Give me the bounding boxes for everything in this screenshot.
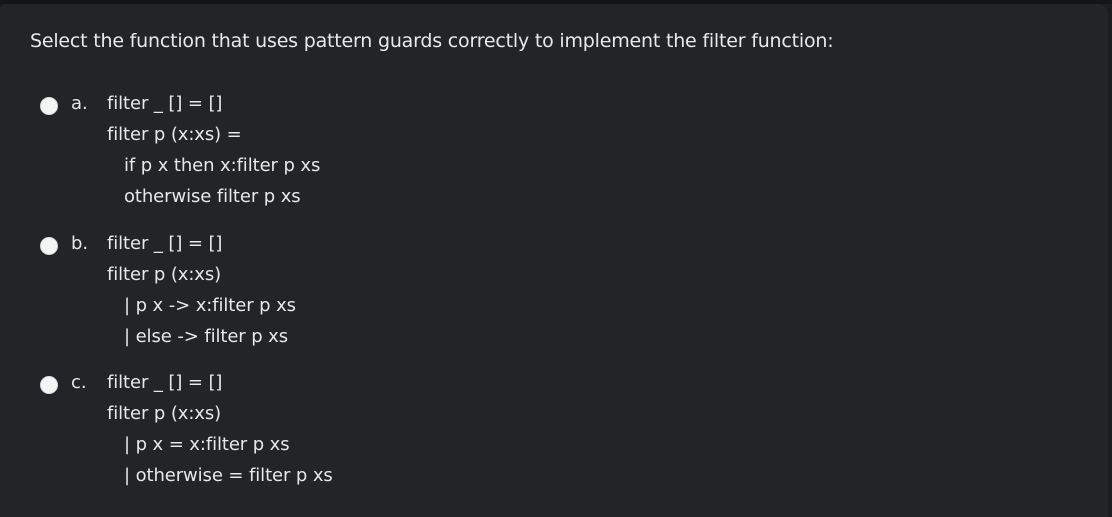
code-line: filter _ [] = []: [107, 372, 223, 393]
code-line: filter _ [] = []: [107, 93, 223, 114]
code-line: | else -> filter p xs: [124, 326, 289, 347]
question-text: Select the function that uses pattern gu…: [30, 30, 834, 52]
code-line: filter p (x:xs): [107, 264, 222, 285]
radio-button-a[interactable]: [40, 97, 58, 115]
question-card: Select the function that uses pattern gu…: [0, 4, 1108, 517]
code-line: if p x then x:filter p xs: [124, 155, 321, 176]
radio-button-c[interactable]: [40, 376, 58, 394]
top-border: [0, 0, 1112, 4]
code-line: otherwise filter p xs: [124, 186, 301, 207]
code-line: filter _ [] = []: [107, 233, 223, 254]
code-line: filter p (x:xs): [107, 403, 222, 424]
option-letter-b: b.: [71, 233, 89, 254]
radio-button-b[interactable]: [40, 237, 58, 255]
option-letter-c: c.: [71, 372, 87, 393]
option-letter-a: a.: [71, 93, 88, 114]
code-line: | p x = x:filter p xs: [124, 434, 290, 455]
code-line: | otherwise = filter p xs: [124, 465, 333, 486]
code-line: filter p (x:xs) =: [107, 124, 242, 145]
code-line: | p x -> x:filter p xs: [124, 295, 296, 316]
